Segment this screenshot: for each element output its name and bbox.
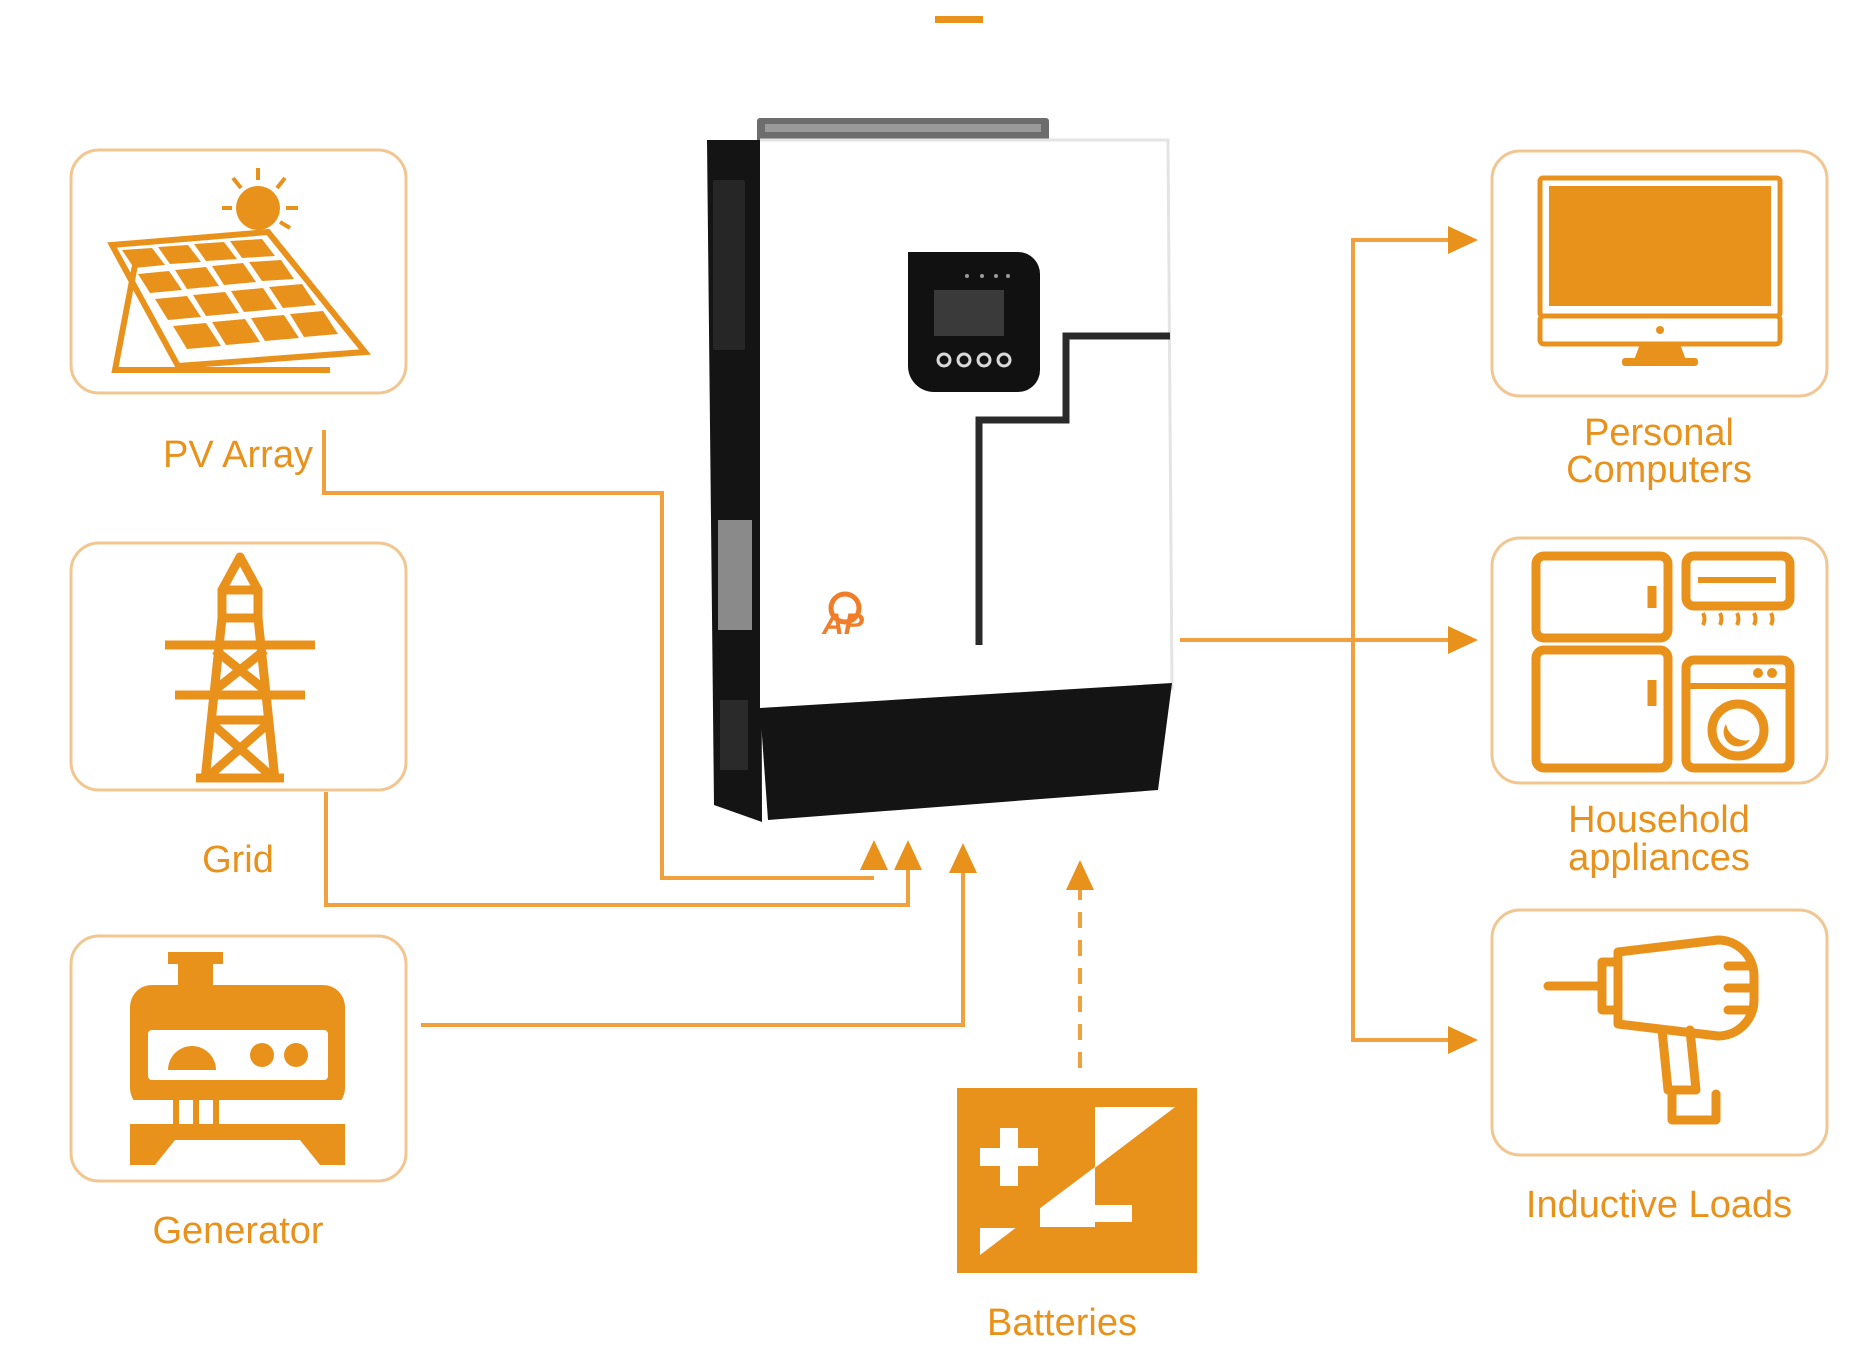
batteries-label: Batteries — [987, 1302, 1137, 1344]
generator-box — [69, 934, 408, 1183]
pv-connector — [322, 430, 874, 880]
grid-box — [69, 541, 408, 792]
monitor-icon — [1537, 175, 1783, 366]
pv-arrowhead — [860, 840, 888, 870]
generator-arrowhead — [949, 843, 977, 873]
connectors — [322, 238, 1470, 1068]
generator-label: Generator — [152, 1210, 323, 1252]
inverter-device: AP — [707, 118, 1174, 822]
inductive-arrowhead — [1448, 1026, 1478, 1054]
inductive-loads-label: Inductive Loads — [1526, 1184, 1792, 1226]
household-arrowhead — [1448, 626, 1478, 654]
ap-logo-text: AP — [821, 608, 865, 641]
batteries-node: Batteries — [957, 1088, 1197, 1344]
transmission-tower-icon — [165, 552, 315, 783]
pc-arrowhead — [1448, 226, 1478, 254]
generator-connector — [421, 863, 965, 1027]
personal-computers-label-line1: Personal — [1584, 412, 1734, 454]
battery-arrowhead — [1066, 860, 1094, 890]
up-button[interactable] — [956, 352, 972, 368]
top-accent-bar — [935, 16, 983, 23]
inverter-base — [760, 683, 1172, 820]
household-appliances-label-line2: appliances — [1568, 837, 1750, 879]
grid-arrowhead — [894, 840, 922, 870]
front-panel-stripe — [975, 332, 1170, 645]
appliances-icon — [1531, 551, 1795, 773]
household-appliances-box — [1490, 536, 1829, 785]
output-bus-lower — [1351, 640, 1463, 1042]
household-appliances-label-line1: Household — [1568, 799, 1750, 841]
personal-computers-label-line2: Computers — [1566, 449, 1752, 491]
inductive-loads-node: Inductive Loads — [1490, 908, 1829, 1226]
inverter-front-panel — [760, 140, 1172, 708]
generator-node: Generator — [69, 934, 408, 1252]
arrowheads — [860, 226, 1478, 1054]
grid-label: Grid — [202, 839, 274, 881]
pv-array-node: PV Array — [69, 148, 408, 476]
solar-panel-icon — [107, 168, 371, 373]
pv-array-box — [69, 148, 408, 395]
output-bus — [1351, 238, 1470, 642]
drill-icon — [1543, 935, 1759, 1125]
ap-logo: AP — [821, 591, 865, 641]
enter-button[interactable] — [996, 352, 1012, 368]
grid-connector — [324, 792, 910, 907]
personal-computers-box — [1490, 149, 1829, 398]
grid-node: Grid — [69, 541, 408, 881]
battery-icon — [957, 1088, 1197, 1273]
inductive-loads-box — [1490, 908, 1829, 1157]
personal-computers-node: Personal Computers — [1490, 149, 1829, 491]
pv-array-label: PV Array — [163, 434, 313, 476]
generator-icon — [130, 952, 345, 1165]
down-button[interactable] — [976, 352, 992, 368]
household-appliances-node: Household appliances — [1490, 536, 1829, 879]
esc-button[interactable] — [936, 352, 952, 368]
control-panel — [908, 252, 1040, 392]
